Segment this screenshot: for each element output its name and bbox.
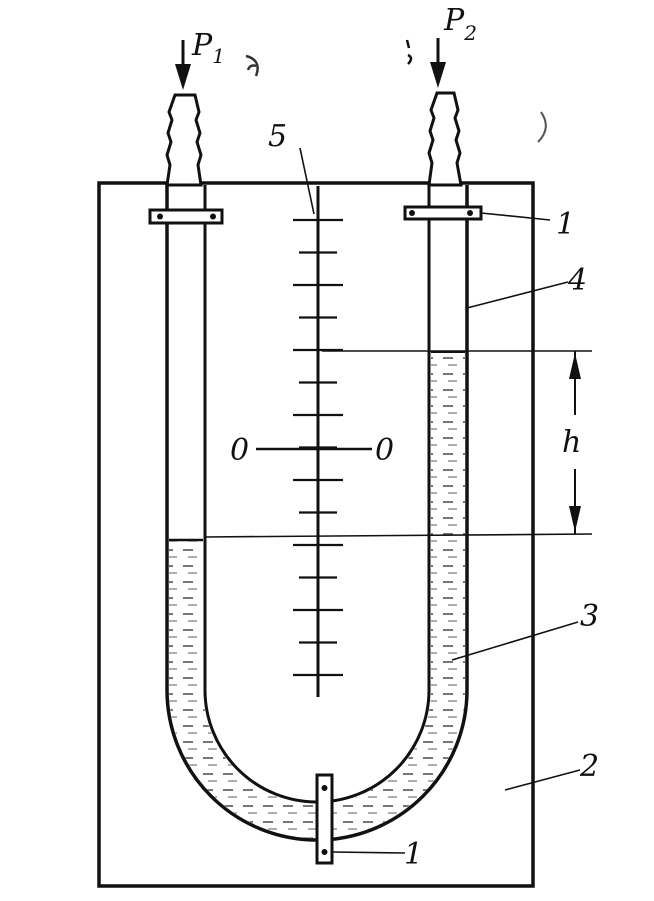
scale-ticks xyxy=(293,218,343,677)
inlet-nozzle-left xyxy=(165,93,203,187)
zero-label-right: 0 xyxy=(375,433,394,468)
tube-clamp-bottom xyxy=(315,773,334,865)
pressure-label-right: P2 xyxy=(443,3,477,45)
tube-clamp-top-right xyxy=(403,205,483,221)
height-dimension xyxy=(555,351,595,534)
decorative-mark-right xyxy=(405,39,413,65)
callout-tube: 4 xyxy=(567,263,587,298)
zero-label-left: 0 xyxy=(230,433,249,468)
callout-clamp-top: 1 xyxy=(556,207,575,242)
pressure-symbol-right: P xyxy=(443,3,465,38)
pressure-label-left: P1 xyxy=(191,28,225,68)
callout-liquid: 3 xyxy=(580,599,599,634)
inlet-nozzle-right xyxy=(427,91,463,187)
lower-level-line xyxy=(204,533,593,538)
pressure-subscript-left: 1 xyxy=(212,44,225,68)
decorative-mark-paren xyxy=(537,111,547,143)
height-label: h xyxy=(562,425,581,460)
leader-clamp-bottom xyxy=(331,851,406,854)
leader-tube xyxy=(466,281,569,309)
decorative-mark-left xyxy=(245,54,259,77)
tube-clamp-top-left xyxy=(148,208,224,225)
leader-board xyxy=(504,769,581,791)
leader-clamp-top xyxy=(480,212,551,221)
callout-scale: 5 xyxy=(268,119,287,154)
measuring-scale xyxy=(293,186,343,697)
leader-scale xyxy=(299,147,315,215)
pressure-symbol-left: P xyxy=(191,28,213,63)
manometer-liquid xyxy=(169,352,465,838)
pressure-arrow-right xyxy=(430,38,446,88)
leader-liquid xyxy=(451,621,579,661)
callout-clamp-bottom: 1 xyxy=(404,837,423,872)
pressure-arrow-left xyxy=(175,40,191,90)
callout-board: 2 xyxy=(579,749,599,784)
pressure-subscript-right: 2 xyxy=(463,21,477,45)
